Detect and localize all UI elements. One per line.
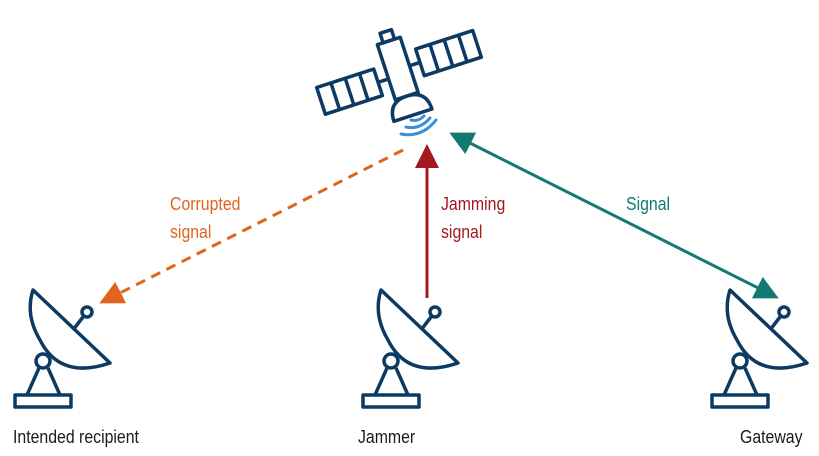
- signal-arrow: [449, 132, 779, 299]
- signal-label: Signal: [626, 194, 671, 214]
- intended-recipient-dish-icon: [13, 288, 112, 409]
- jamming-line1: Jamming: [441, 194, 506, 214]
- corrupted-signal-label: Corrupted signal: [170, 193, 240, 243]
- intended-recipient-label: Intended recipient: [13, 427, 139, 447]
- signal-waves-icon: [399, 114, 438, 137]
- jamming-line2: signal: [441, 222, 483, 242]
- gateway-label: Gateway: [740, 427, 803, 447]
- corrupted-line2: signal: [170, 222, 212, 242]
- jamming-signal-label: Jamming signal: [441, 193, 505, 243]
- jammer-dish-icon: [361, 288, 460, 409]
- satellite-icon: [314, 27, 484, 124]
- jammer-label: Jammer: [358, 427, 416, 447]
- corrupted-signal-arrow: [99, 148, 404, 304]
- gateway-dish-icon: [710, 288, 809, 409]
- corrupted-line1: Corrupted: [170, 194, 241, 214]
